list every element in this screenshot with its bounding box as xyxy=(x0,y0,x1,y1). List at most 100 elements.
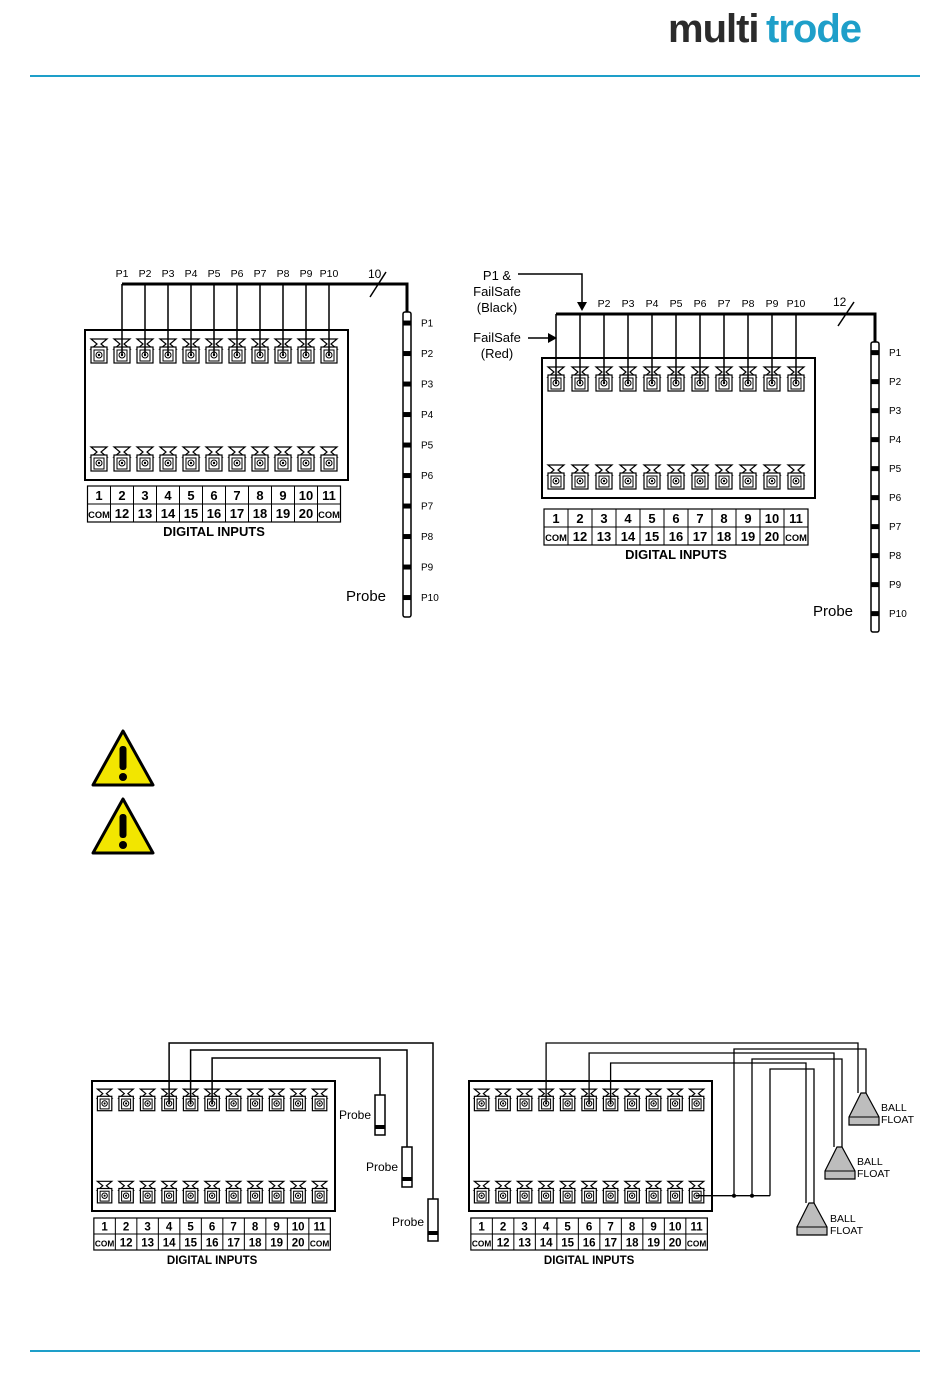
terminal-screw-dot xyxy=(650,479,654,483)
probe-electrode xyxy=(871,437,879,443)
wire-label: P2 xyxy=(598,298,611,310)
probe-electrode xyxy=(871,611,879,617)
probe-electrode xyxy=(403,320,411,326)
probe-electrode xyxy=(403,534,411,540)
terminal xyxy=(319,446,339,472)
failsafe-red-label: FailSafe xyxy=(473,330,521,345)
com-label: COM xyxy=(310,1238,329,1248)
wire-label: P9 xyxy=(300,268,313,280)
com-label: COM xyxy=(95,1238,114,1248)
terminal-number: 18 xyxy=(626,1237,639,1249)
terminal-number: 6 xyxy=(586,1221,592,1233)
terminal-number: 20 xyxy=(299,506,313,521)
terminal-number: 4 xyxy=(543,1221,550,1233)
probe-body xyxy=(374,1094,386,1136)
warning-triangle-icon xyxy=(91,729,155,787)
probe-body xyxy=(870,341,880,633)
terminal-number: 6 xyxy=(210,488,217,503)
terminal-number: 2 xyxy=(576,511,583,526)
probe-electrode xyxy=(403,381,411,387)
p1-failsafe-label: FailSafe xyxy=(473,284,521,299)
terminal-screw-dot xyxy=(480,1102,483,1105)
terminal xyxy=(273,446,293,472)
terminal xyxy=(224,1088,243,1112)
terminal-screw-dot xyxy=(578,479,582,483)
com-label: COM xyxy=(88,510,110,520)
terminal-screw-dot xyxy=(698,479,702,483)
terminal xyxy=(138,1088,157,1112)
terminal-screw-dot xyxy=(631,1102,634,1105)
terminal xyxy=(623,1088,641,1112)
terminal xyxy=(296,446,316,472)
probe: Probe xyxy=(366,1146,413,1188)
terminal xyxy=(623,1180,641,1204)
terminal xyxy=(472,1088,491,1112)
terminal-screw-dot xyxy=(652,1194,655,1197)
terminal xyxy=(181,1180,200,1204)
terminal xyxy=(267,1088,286,1112)
terminal-screw-dot xyxy=(166,461,170,465)
wire-label: P7 xyxy=(718,298,731,310)
probe-point-label: P4 xyxy=(421,410,434,421)
probe-electrode xyxy=(871,524,879,530)
probe-electrode xyxy=(402,1177,412,1181)
terminal-number: 2 xyxy=(118,488,125,503)
probe-electrode xyxy=(871,582,879,588)
probe-body xyxy=(427,1198,439,1242)
probe-label: Probe xyxy=(366,1160,398,1174)
terminal-number: 1 xyxy=(552,511,559,526)
terminal xyxy=(224,1180,243,1204)
terminal-screw-dot xyxy=(566,1102,569,1105)
terminal-screw-dot xyxy=(502,1102,505,1105)
terminal-screw-dot xyxy=(120,461,124,465)
terminal-number: 12 xyxy=(497,1237,510,1249)
terminal-screw-dot xyxy=(318,1102,321,1105)
terminal xyxy=(738,464,758,490)
terminal-screw-dot xyxy=(97,353,101,357)
wire-count-label: 10 xyxy=(368,267,382,281)
probe-label: Probe xyxy=(346,588,386,605)
terminal-number: 14 xyxy=(163,1237,176,1249)
terminal xyxy=(89,446,109,472)
probe-point-label: P1 xyxy=(889,348,902,359)
terminal-number: 4 xyxy=(164,488,172,503)
common-wire xyxy=(769,1068,815,1203)
terminal-number: 9 xyxy=(279,488,286,503)
terminal-number: 8 xyxy=(629,1221,636,1233)
terminal-number: 3 xyxy=(600,511,607,526)
terminal-number: 11 xyxy=(322,488,336,503)
terminal-screw-dot xyxy=(674,479,678,483)
wire-label: P3 xyxy=(162,268,175,280)
terminal-number: 19 xyxy=(270,1237,283,1249)
terminal-screw-dot xyxy=(631,1194,634,1197)
terminal-screw-dot xyxy=(103,1102,106,1105)
terminal-screw-dot xyxy=(125,1102,128,1105)
wire-label: P4 xyxy=(185,268,198,280)
probe-point-label: P8 xyxy=(421,532,434,543)
terminal-number: 11 xyxy=(314,1221,327,1233)
terminal-screw-dot xyxy=(770,479,774,483)
cable-slash xyxy=(837,301,855,327)
terminal-number: 16 xyxy=(583,1237,596,1249)
p1-failsafe-label: (Black) xyxy=(477,300,517,315)
probe-point-label: P6 xyxy=(889,493,902,504)
terminal-number: 7 xyxy=(607,1221,613,1233)
terminal-number: 12 xyxy=(115,506,129,521)
svg-text:multi: multi xyxy=(668,8,759,51)
terminal-number: 14 xyxy=(540,1237,553,1249)
terminal xyxy=(117,1088,135,1112)
probe-electrode xyxy=(403,595,411,601)
probe-electrode xyxy=(403,412,411,418)
terminal-number: 6 xyxy=(209,1221,215,1233)
wire-label: P3 xyxy=(622,298,635,310)
digital-inputs-caption: DIGITAL INPUTS xyxy=(625,547,727,562)
terminal-screw-dot xyxy=(146,1194,149,1197)
probe-electrode xyxy=(871,350,879,356)
terminal-number: 6 xyxy=(672,511,679,526)
failsafe-red-label: (Red) xyxy=(481,346,514,361)
